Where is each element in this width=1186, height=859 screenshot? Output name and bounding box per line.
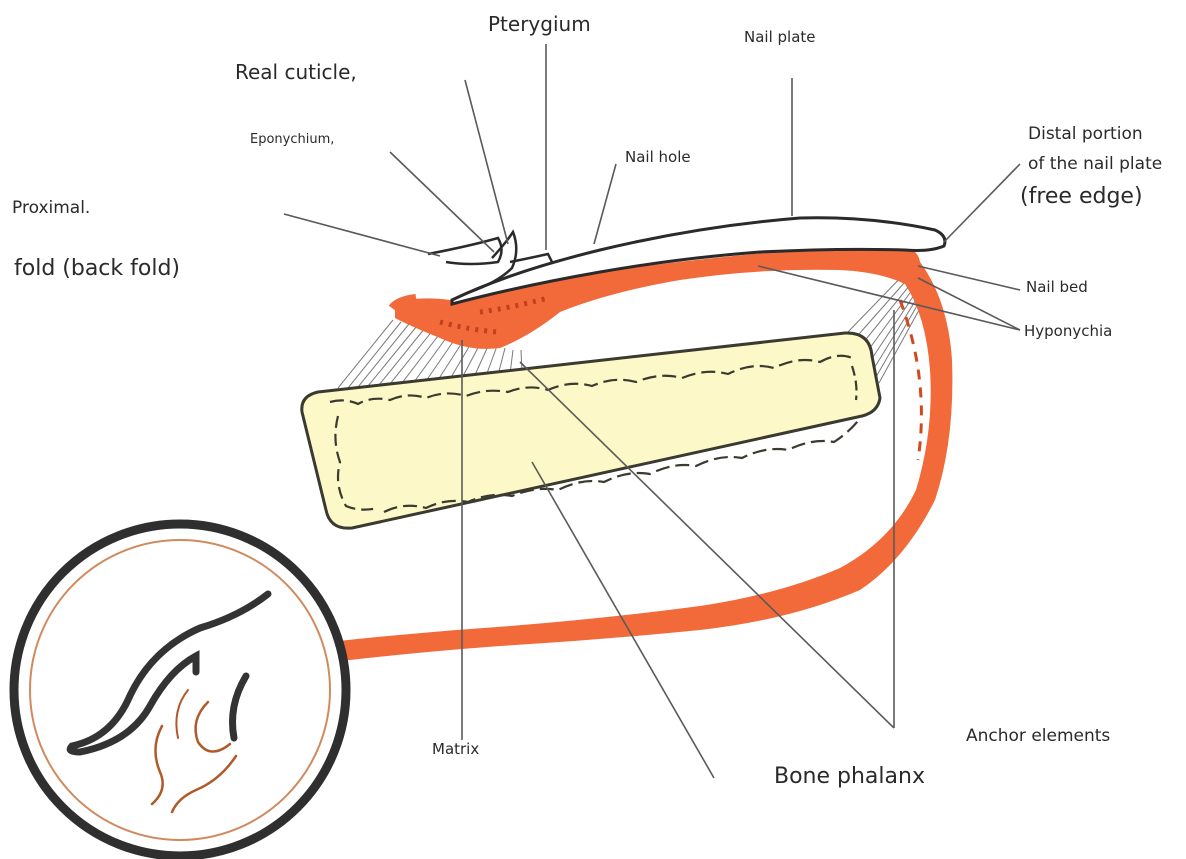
label-real-cuticle: Real cuticle, [235, 60, 357, 84]
label-hyponychia: Hyponychia [1024, 322, 1112, 340]
label-pterygium: Pterygium [488, 12, 591, 36]
label-distal-portion: Distal portion [1028, 124, 1143, 144]
label-nail-hole: Nail hole [625, 148, 691, 166]
label-nail-bed: Nail bed [1026, 278, 1088, 296]
label-of-the-nail-plate: of the nail plate [1028, 154, 1162, 174]
label-matrix: Matrix [432, 740, 479, 758]
label-anchor-elements: Anchor elements [966, 726, 1110, 746]
label-eponychium: Eponychium, [250, 132, 334, 148]
label-bone-phalanx: Bone phalanx [774, 764, 925, 790]
label-fold-back-fold: fold (back fold) [14, 256, 180, 282]
label-nail-plate: Nail plate [744, 28, 816, 46]
finger-inset [14, 524, 346, 856]
label-free-edge: (free edge) [1020, 184, 1143, 210]
label-proximal: Proximal. [12, 198, 90, 218]
